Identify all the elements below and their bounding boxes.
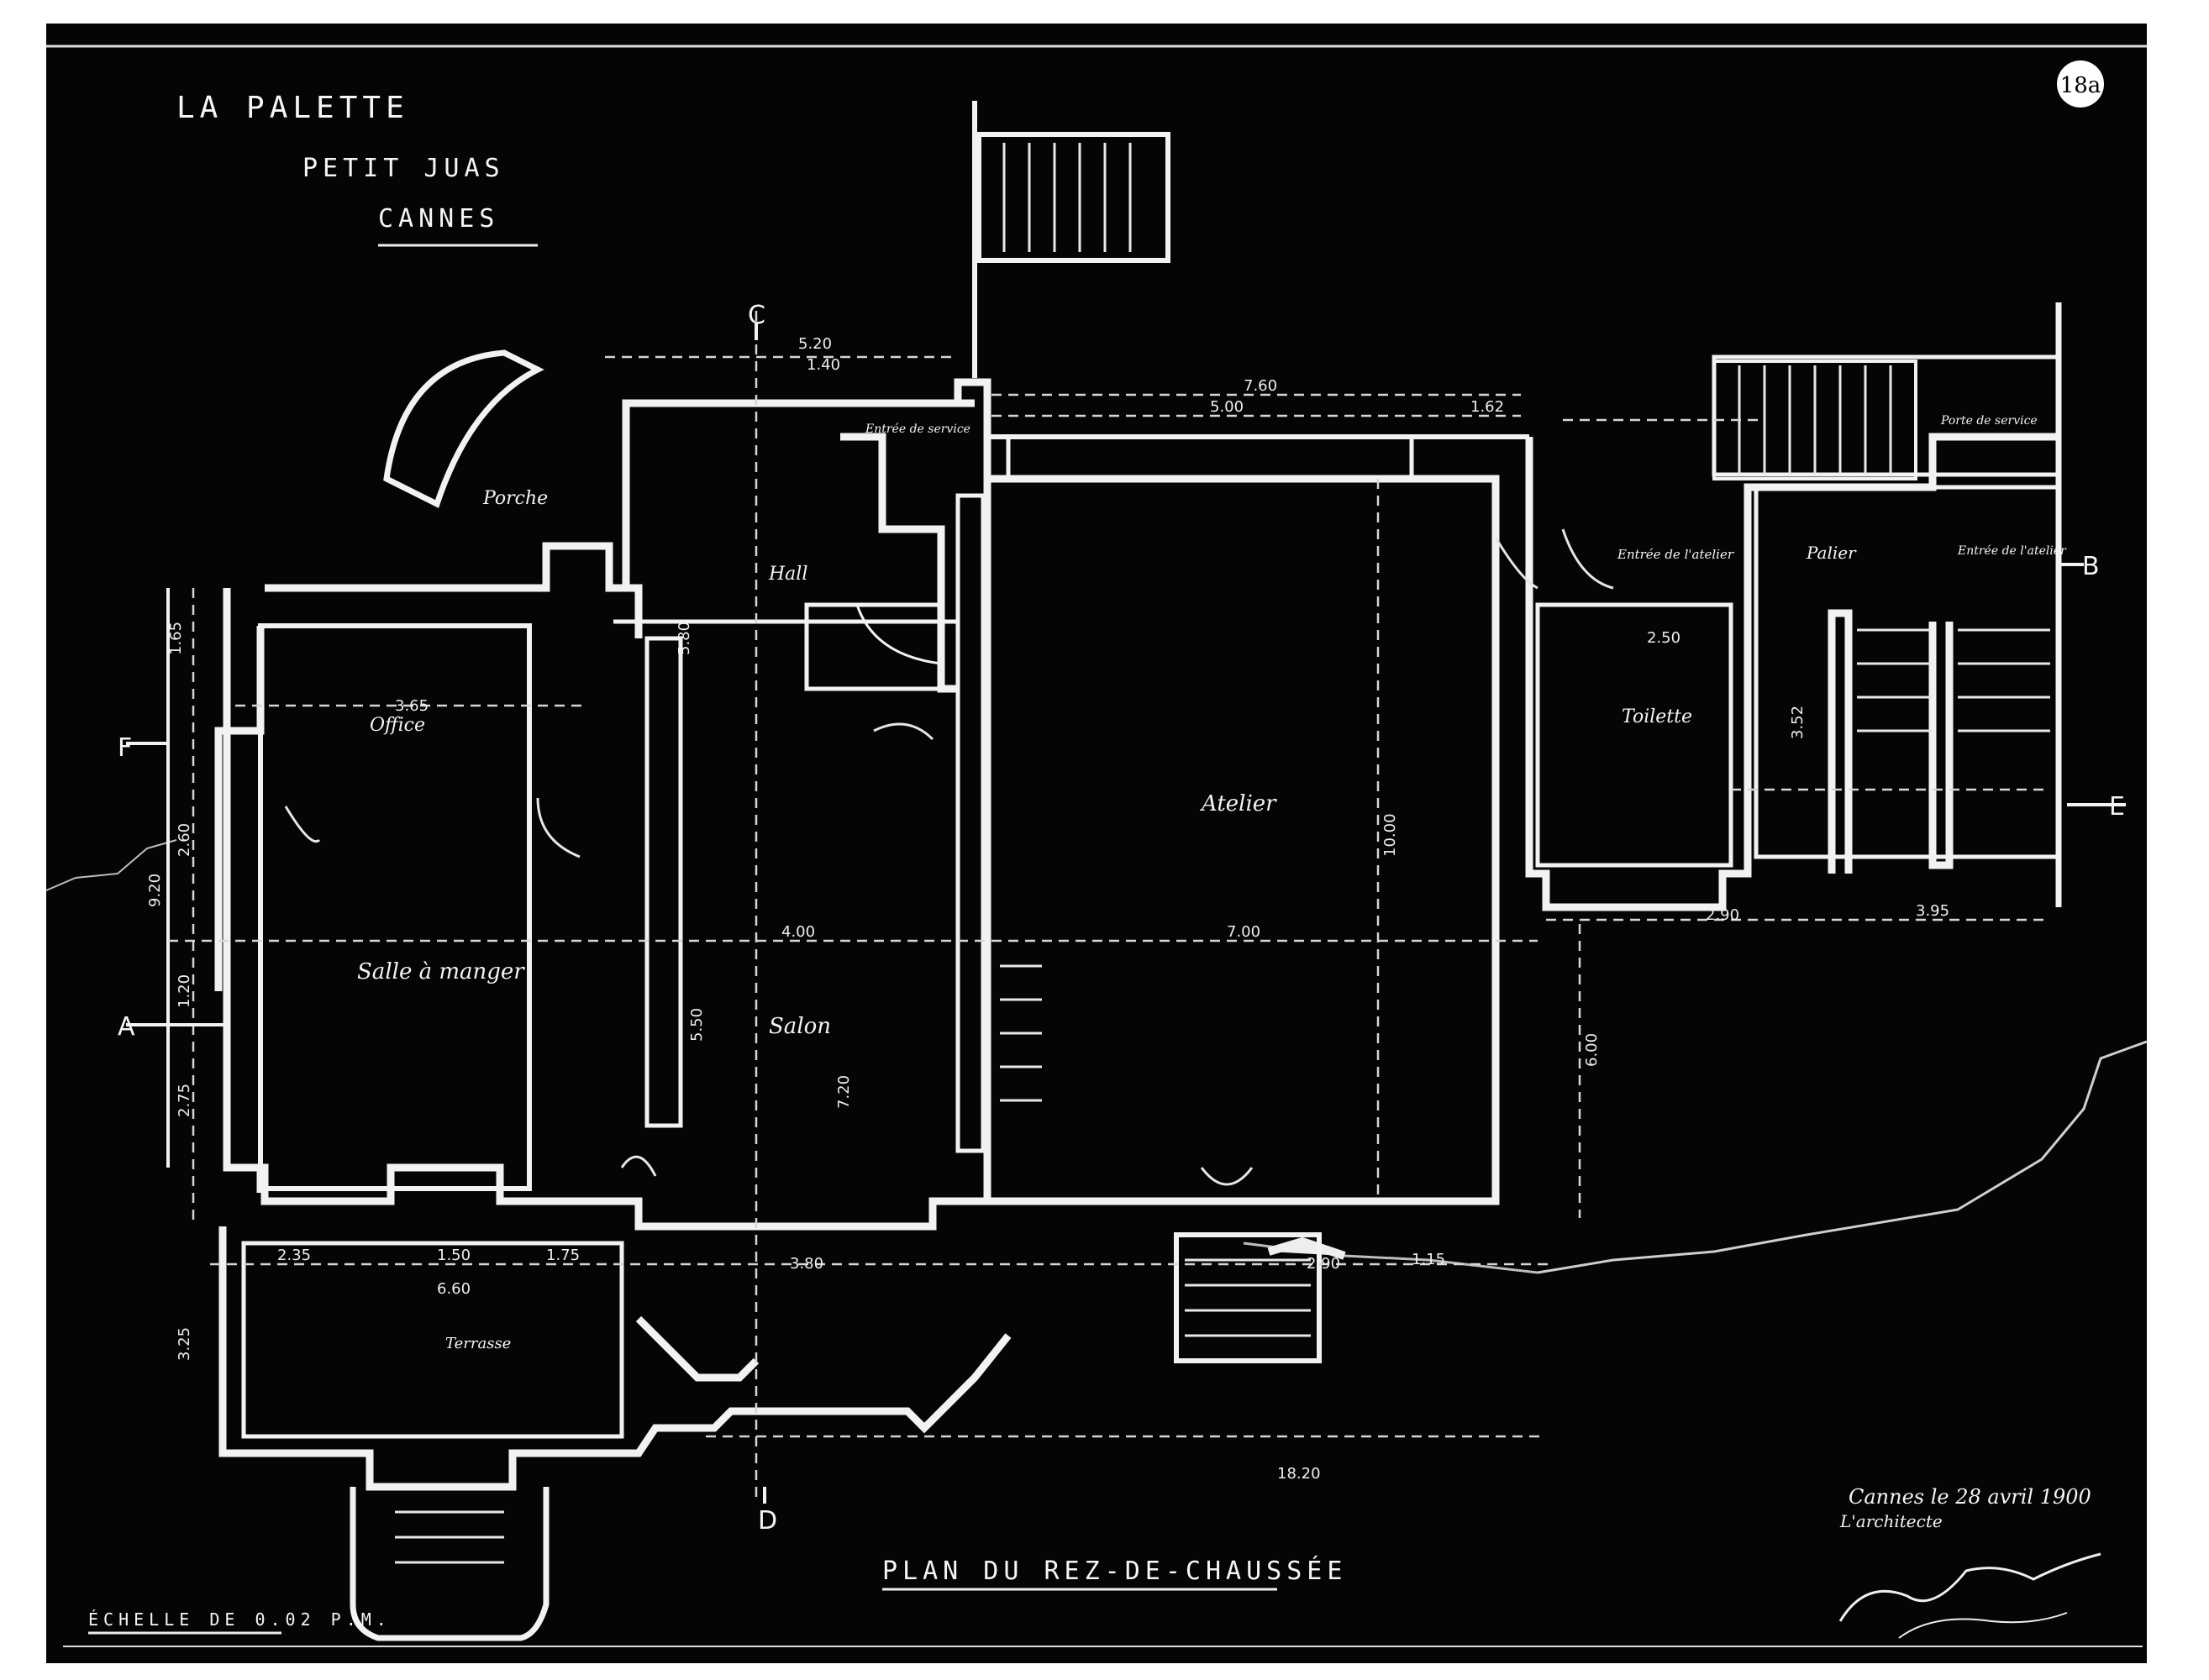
room-labels: Porche Office Hall Entrée de service Sal… — [357, 414, 2067, 1352]
paper-tear — [1537, 1040, 2148, 1274]
dim-label: 1.62 — [1470, 398, 1504, 416]
dim-label: 7.20 — [835, 1075, 853, 1109]
dimension-labels: 9.20 1.65 2.60 1.20 2.75 3.25 5.80 4.00 … — [146, 335, 1949, 1483]
dim-label: 1.15 — [1412, 1251, 1445, 1268]
dim-label: 1.75 — [546, 1247, 580, 1264]
room-label-entree-atelier-2: Entrée de l'atelier — [1957, 544, 2067, 558]
door-swings — [284, 528, 1614, 1186]
date-line: Cannes le 28 avril 1900 — [1849, 1485, 2091, 1509]
section-lines — [126, 323, 2126, 1504]
dim-label: 1.50 — [437, 1247, 471, 1264]
dim-label: 18.20 — [1277, 1465, 1321, 1483]
scale-label: ÉCHELLE DE 0.02 P.M. — [88, 1609, 392, 1630]
blueprint-background — [46, 24, 2147, 1663]
stair-treads — [395, 143, 2050, 1564]
dim-label: 3.95 — [1916, 902, 1949, 920]
signature — [1838, 1552, 2101, 1622]
dim-label: 3.52 — [1789, 706, 1807, 739]
dim-label: 10.00 — [1381, 813, 1399, 857]
room-label-terrasse: Terrasse — [445, 1335, 511, 1352]
section-mark-b: B — [2082, 552, 2100, 581]
dim-label: 3.25 — [176, 1327, 193, 1361]
section-mark-d: D — [758, 1506, 777, 1536]
dim-label: 5.20 — [798, 335, 832, 353]
dimension-lines — [168, 311, 2050, 1504]
section-markers: A B C D E F — [118, 301, 2125, 1536]
room-label-hall: Hall — [768, 564, 807, 585]
plan-title: PLAN DU REZ-DE-CHAUSSÉE — [882, 1556, 1347, 1586]
room-label-entree-service: Entrée de service — [865, 423, 970, 436]
dim-label: 2.60 — [176, 823, 193, 857]
dim-label: 5.50 — [688, 1008, 706, 1042]
room-label-atelier: Atelier — [1200, 791, 1277, 816]
dim-label: 2.90 — [1307, 1255, 1340, 1273]
walls — [166, 101, 2062, 1641]
dim-label: 2.35 — [277, 1247, 311, 1264]
room-label-porche: Porche — [482, 488, 548, 509]
project-location: CANNES — [378, 204, 499, 234]
room-label-salle-a-manger: Salle à manger — [357, 959, 525, 984]
dim-label: 7.00 — [1227, 923, 1260, 941]
dim-label: 3.80 — [790, 1255, 823, 1273]
architect-line: L'architecte — [1839, 1511, 1943, 1531]
room-label-entree-atelier: Entrée de l'atelier — [1617, 547, 1734, 562]
section-mark-e: E — [2109, 792, 2125, 822]
dim-label: 5.80 — [676, 622, 693, 655]
dim-label: 1.40 — [807, 356, 840, 374]
room-label-office: Office — [370, 715, 425, 736]
section-mark-c: C — [748, 301, 765, 330]
section-mark-f: F — [118, 733, 132, 763]
dim-label: 2.90 — [1706, 906, 1739, 924]
room-label-toilette: Toilette — [1622, 706, 1692, 727]
dim-label: 4.00 — [781, 923, 815, 941]
dim-label: 9.20 — [146, 874, 164, 907]
dim-label: 2.75 — [176, 1084, 193, 1117]
dim-label: 6.00 — [1583, 1033, 1601, 1067]
dim-label: 2.50 — [1647, 629, 1680, 647]
dim-label: 1.20 — [176, 974, 193, 1008]
room-label-palier: Palier — [1806, 543, 1857, 563]
project-subtitle: PETIT JUAS — [302, 154, 505, 183]
dim-label: 6.60 — [437, 1280, 471, 1298]
dim-label: 7.60 — [1244, 377, 1277, 395]
dim-label: 5.00 — [1210, 398, 1244, 416]
dim-label: 1.65 — [167, 622, 185, 655]
sheet-number-badge — [2057, 60, 2104, 108]
project-title: LA PALETTE — [176, 91, 409, 125]
room-label-porte-service: Porte de service — [1940, 414, 2038, 428]
section-mark-a: A — [118, 1012, 135, 1042]
dim-label: 3.65 — [395, 697, 429, 715]
sheet-number: 18a — [2060, 73, 2101, 98]
room-label-salon: Salon — [769, 1014, 831, 1039]
